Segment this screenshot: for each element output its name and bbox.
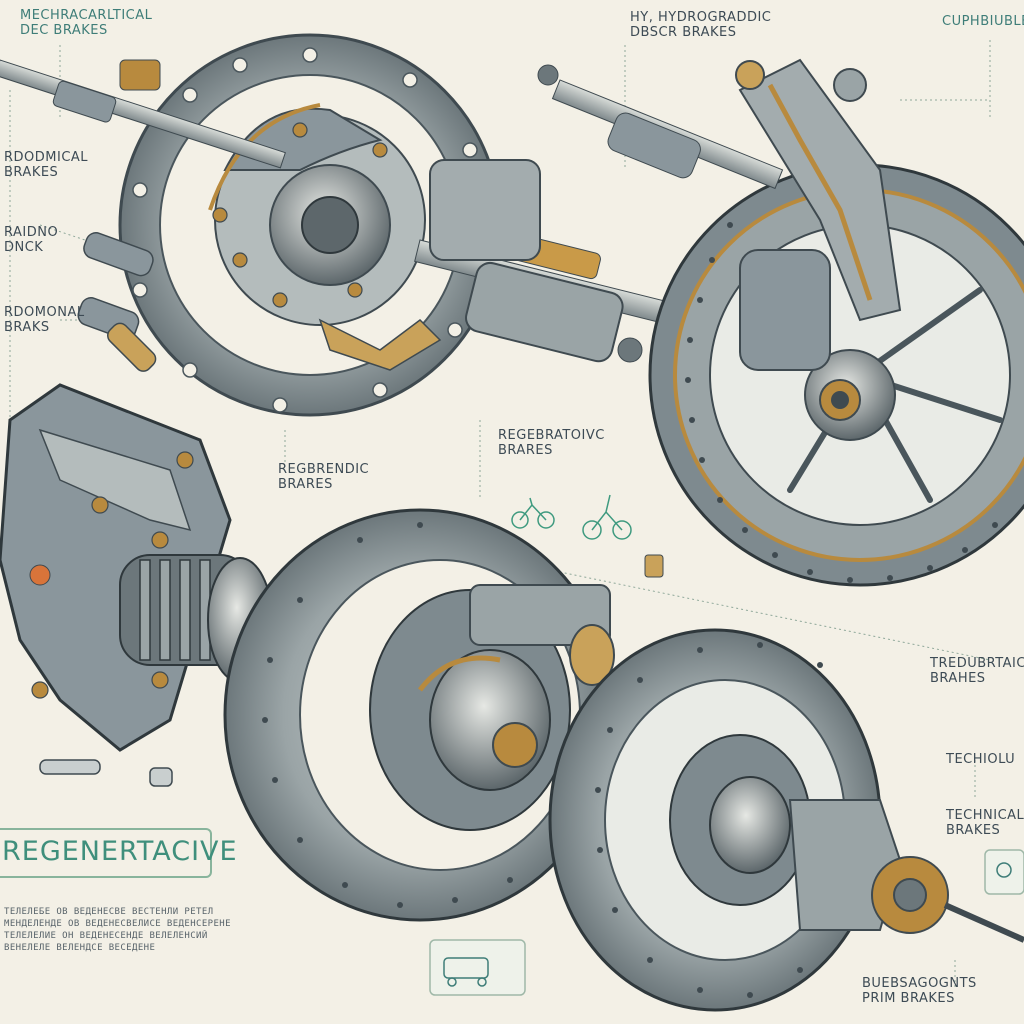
loose-nut <box>644 554 664 578</box>
label-tredubrtaic-brahes: TREDUBRTAIC BRAHES <box>930 656 1024 686</box>
label-regbrendic-brakes: REGBRENDIC BRARES <box>278 462 370 492</box>
bolt-pin <box>39 759 173 787</box>
headline-box <box>0 828 212 878</box>
bottom-right-disc <box>548 628 1024 1012</box>
body-line: ВЕНЕЛЕЛЕ ВЕЛЕНДСЕ ВЕСЕДЕНЕ <box>4 943 156 953</box>
headline: REGENERTACIVE <box>2 836 238 867</box>
body-line: ТЕЛЕЛЕЛИЕ ОН ВЕДЕНЕСЕНДЕ ВЕЛЕЛЕНСИЙ <box>4 931 208 941</box>
bicycle-icon <box>511 497 555 529</box>
body-line: МЕНДЕЛЕНДЕ ОВ ВЕДЕНЕСВЕЛИСЕ ВЕДЕНСЕРЕНЕ <box>4 919 231 929</box>
label-technical-brakes: TECHNICAL BRAKES <box>946 808 1024 838</box>
label-rdomonal-braks: RDOMONAL BRAKS <box>4 305 85 335</box>
loose-bolts <box>77 232 157 372</box>
label-mechanical-disc-brakes: MECHRACARLTICAL DEC BRAKES <box>20 8 153 38</box>
label-prim-brakes: BUEBSAGOGNTS PRIM BRAKES <box>862 976 977 1006</box>
top-right-wheel <box>537 58 1024 587</box>
bicycle-icon <box>582 494 632 540</box>
body-line: ТЕЛЕЛЕБЕ ОВ ВЕДЕНЕСВЕ ВЕСТЕНЛИ РЕТЕЛ <box>4 907 214 917</box>
label-hydraulic-disc-brakes: HY, HYDROGRADDIC DBSCR BRAKES <box>630 10 772 40</box>
leader-lines <box>9 40 991 990</box>
label-top-right: CUPHBIUBLE <box>942 14 1024 29</box>
label-regenerative-brakes: REGEBRATOIVC BRARES <box>498 428 605 458</box>
label-techiolu: TECHIOLU <box>946 752 1016 767</box>
car-icon <box>429 939 526 996</box>
label-mechanical-brakes: RDODMICAL BRAKES <box>4 150 89 180</box>
label-rando-dnck: RAIDNO DNCK <box>4 225 59 255</box>
bottom-left-caliper <box>0 383 273 752</box>
bottom-center-disc <box>223 508 617 922</box>
body-text: ТЕЛЕЛЕБЕ ОВ ВЕДЕНЕСВЕ ВЕСТЕНЛИ РЕТЕЛ МЕН… <box>4 906 304 954</box>
scooter-icon <box>984 849 1024 895</box>
